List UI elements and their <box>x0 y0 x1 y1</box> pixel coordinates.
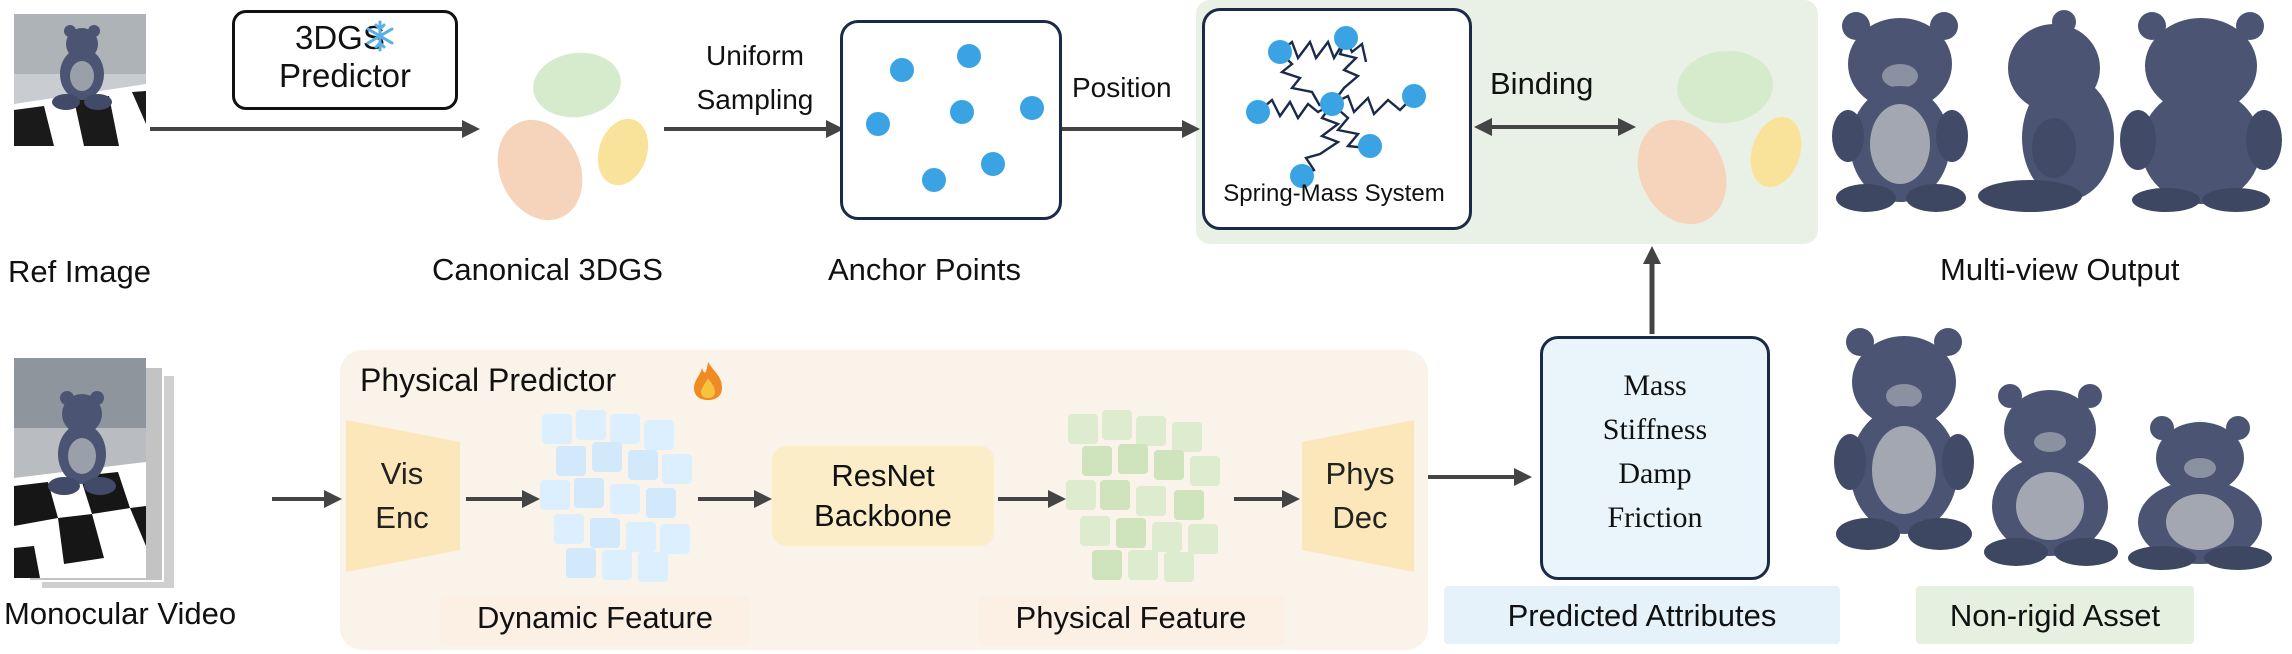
resnet-backbone: ResNet Backbone <box>772 446 994 546</box>
phys-dec-line1: Phys <box>1325 456 1395 491</box>
dynamic-feature-grid <box>536 410 696 582</box>
spring-mass-label: Spring-Mass System <box>1223 180 1445 207</box>
multiview-bear-back <box>2120 12 2282 212</box>
resnet-line2: Backbone <box>814 498 952 533</box>
binding-label: Binding <box>1490 66 1594 101</box>
phys-decoder-shape <box>1302 420 1414 572</box>
attributes-box: Mass Stiffness Damp Friction <box>1540 336 1770 580</box>
arrow-ref-to-canonical <box>150 120 480 138</box>
attribute-item: Friction <box>1607 501 1703 534</box>
multiview-label: Multi-view Output <box>1940 252 2180 287</box>
monocular-video-frame <box>14 358 146 578</box>
vis-encoder-shape <box>346 420 460 572</box>
vis-enc-line2: Enc <box>375 500 429 535</box>
predicted-attributes-label: Predicted Attributes <box>1507 598 1777 633</box>
ref-image <box>14 14 146 146</box>
nonrigid-bear-3 <box>2128 416 2272 570</box>
dynamic-feature-label-bg <box>440 596 750 646</box>
spring-mass-diagram <box>1246 26 1426 188</box>
bound-3dgs-gaussians <box>1637 50 1802 225</box>
nonrigid-bear-1 <box>1834 328 1974 550</box>
arrow-attributes-to-spring <box>1643 246 1661 334</box>
attribute-item: Stiffness <box>1602 413 1708 446</box>
attribute-item: Damp <box>1618 457 1692 490</box>
physical-predictor-title: Physical Predictor <box>360 362 617 398</box>
resnet-line1: ResNet <box>831 458 935 493</box>
arrow-canonical-to-anchor <box>664 120 844 138</box>
arrow-visenc-to-dynamic <box>466 490 540 508</box>
physical-feature-grid <box>1062 410 1232 582</box>
physical-feature-label: Physical Feature <box>1015 600 1247 635</box>
monocular-video-label: Monocular Video <box>4 596 237 631</box>
anchor-dot <box>950 100 974 124</box>
arrow-physdec-to-attributes <box>1428 468 1532 486</box>
arrow-physical-to-physdec <box>1234 490 1300 508</box>
attribute-item: Mass <box>1623 369 1687 402</box>
uniform-line1: Uniform <box>705 40 804 71</box>
phys-dec-line2: Dec <box>1332 500 1388 535</box>
uniform-line2: Sampling <box>696 84 814 115</box>
anchor-label: Anchor Points <box>828 252 1021 287</box>
nonrigid-asset-label: Non-rigid Asset <box>1949 598 2161 633</box>
canonical-label: Canonical 3DGS <box>432 252 663 287</box>
ref-image-label: Ref Image <box>8 254 152 289</box>
fire-icon <box>690 360 726 402</box>
physical-feature-label-bg <box>978 596 1284 646</box>
canonical-3dgs-gaussians <box>497 52 649 221</box>
predicted-attributes-bg <box>1444 586 1840 644</box>
anchor-dot <box>981 152 1005 176</box>
multiview-bear-front <box>1832 12 1968 212</box>
anchor-dot <box>890 58 914 82</box>
snowflake-icon <box>363 19 397 53</box>
vis-enc-line1: Vis <box>380 456 424 491</box>
anchor-dot <box>1020 96 1044 120</box>
anchor-dot <box>957 44 981 68</box>
anchor-dot <box>866 112 890 136</box>
predictor-line2: Predictor <box>278 57 412 94</box>
arrow-dynamic-to-resnet <box>698 490 772 508</box>
nonrigid-asset-bg <box>1916 586 2194 644</box>
arrow-video-to-visenc <box>272 490 342 508</box>
multiview-bear-side <box>1978 10 2114 212</box>
anchor-dot <box>922 168 946 192</box>
arrow-anchor-to-spring <box>1062 120 1200 138</box>
predictor-line1: 3DGS <box>295 19 385 56</box>
position-label: Position <box>1072 72 1172 103</box>
anchor-points-box <box>840 20 1062 220</box>
nonrigid-bear-2 <box>1984 384 2118 566</box>
dynamic-feature-label: Dynamic Feature <box>476 600 714 635</box>
binding-double-arrow <box>1474 118 1636 136</box>
arrow-resnet-to-physical <box>998 490 1066 508</box>
3dgs-predictor-box: 3DGS Predictor <box>232 10 458 110</box>
